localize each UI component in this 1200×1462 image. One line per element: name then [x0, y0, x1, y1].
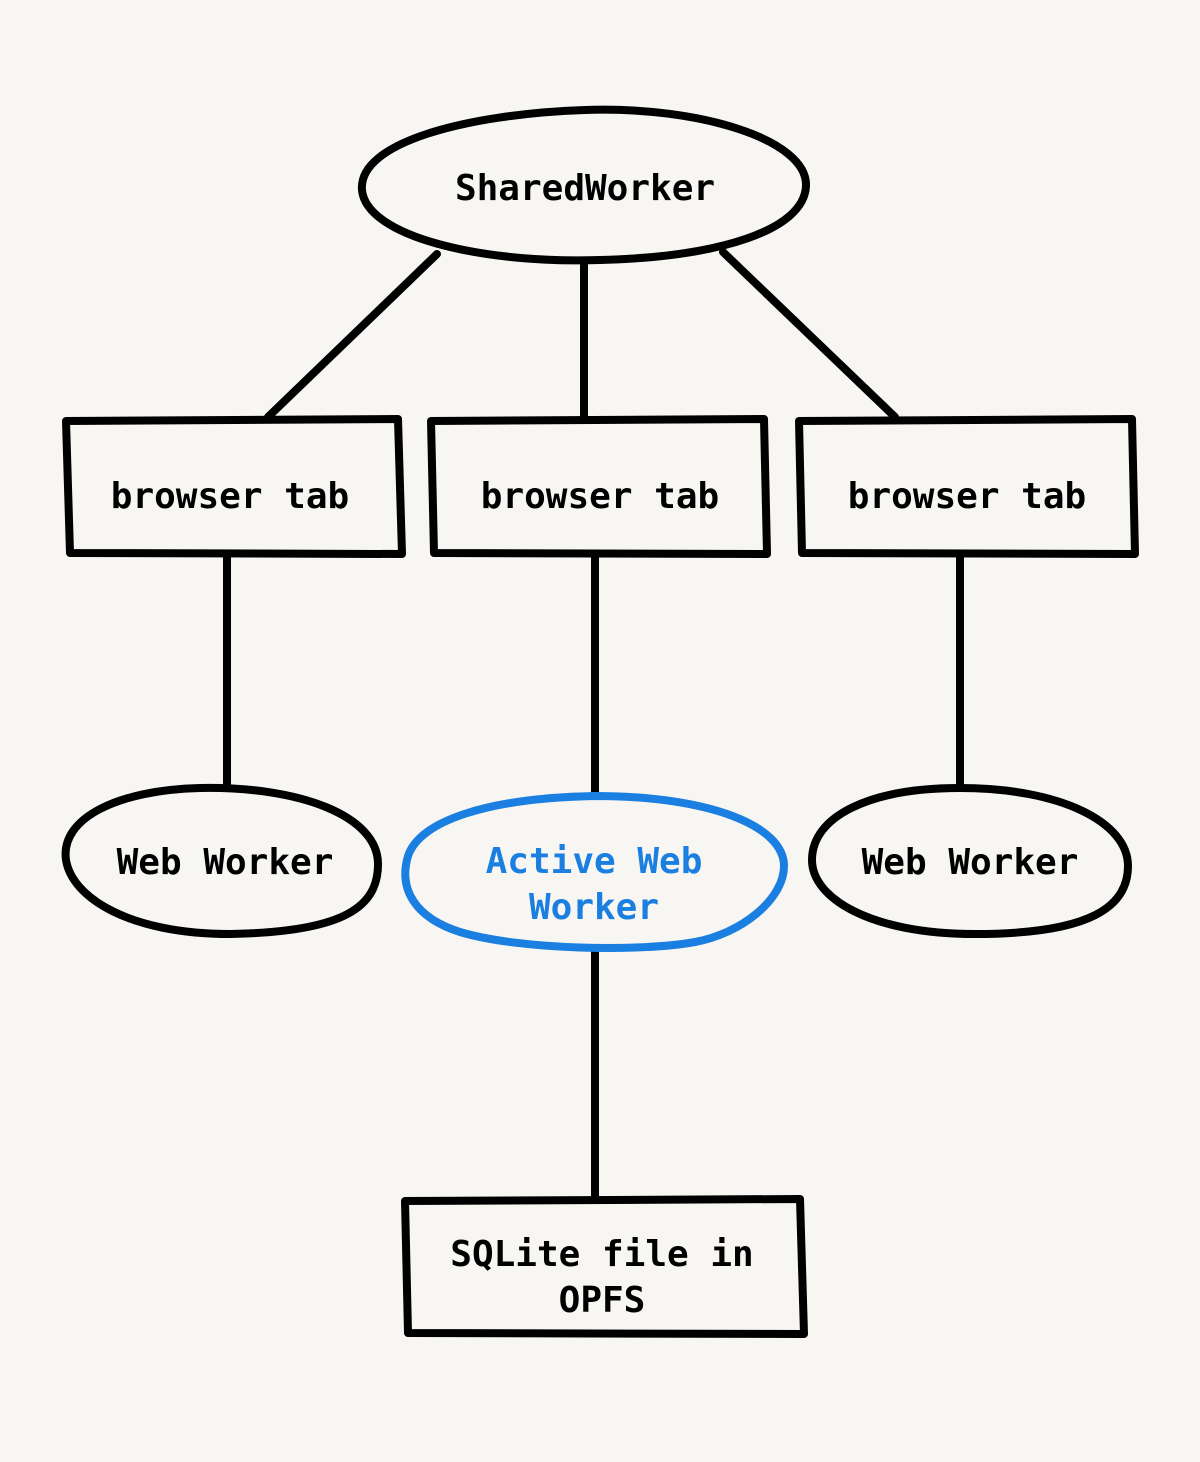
node-browser-tab-right[interactable]: browser tab — [795, 415, 1139, 558]
sqlite-file-label-line1: SQLite file in — [450, 1234, 753, 1275]
active-web-worker-label-line1: Active Web — [486, 841, 703, 882]
node-web-worker-right[interactable]: Web Worker — [808, 784, 1132, 938]
node-browser-tab-middle[interactable]: browser tab — [427, 415, 771, 558]
edges — [223, 248, 964, 1202]
browser-tab-left-label: browser tab — [111, 476, 349, 517]
node-browser-tab-left[interactable]: browser tab — [62, 415, 406, 558]
sqlite-file-label-line2: OPFS — [559, 1280, 646, 1321]
edge-sharedworker-to-tab-left — [264, 250, 441, 421]
node-web-worker-left[interactable]: Web Worker — [61, 783, 382, 938]
active-web-worker-ellipse — [401, 792, 788, 952]
browser-tab-middle-label: browser tab — [481, 476, 719, 517]
web-worker-left-label: Web Worker — [117, 842, 334, 883]
web-worker-left-ellipse — [61, 783, 382, 938]
sharedworker-label: SharedWorker — [455, 168, 715, 209]
sharedworker-ellipse — [357, 105, 811, 265]
active-web-worker-label-line2: Worker — [529, 887, 659, 928]
edge-sharedworker-to-tab-right — [719, 248, 899, 421]
web-worker-right-label: Web Worker — [862, 842, 1079, 883]
browser-tab-right-label: browser tab — [848, 476, 1086, 517]
node-sqlite-file[interactable]: SQLite file in OPFS — [401, 1195, 808, 1338]
browser-tab-middle-box — [427, 415, 771, 558]
browser-tab-left-box — [62, 415, 406, 558]
node-active-web-worker[interactable]: Active Web Worker — [401, 792, 788, 952]
node-sharedworker[interactable]: SharedWorker — [357, 105, 811, 265]
sqlite-file-box — [401, 1195, 808, 1338]
web-worker-right-ellipse — [808, 784, 1132, 938]
browser-tab-right-box — [795, 415, 1139, 558]
